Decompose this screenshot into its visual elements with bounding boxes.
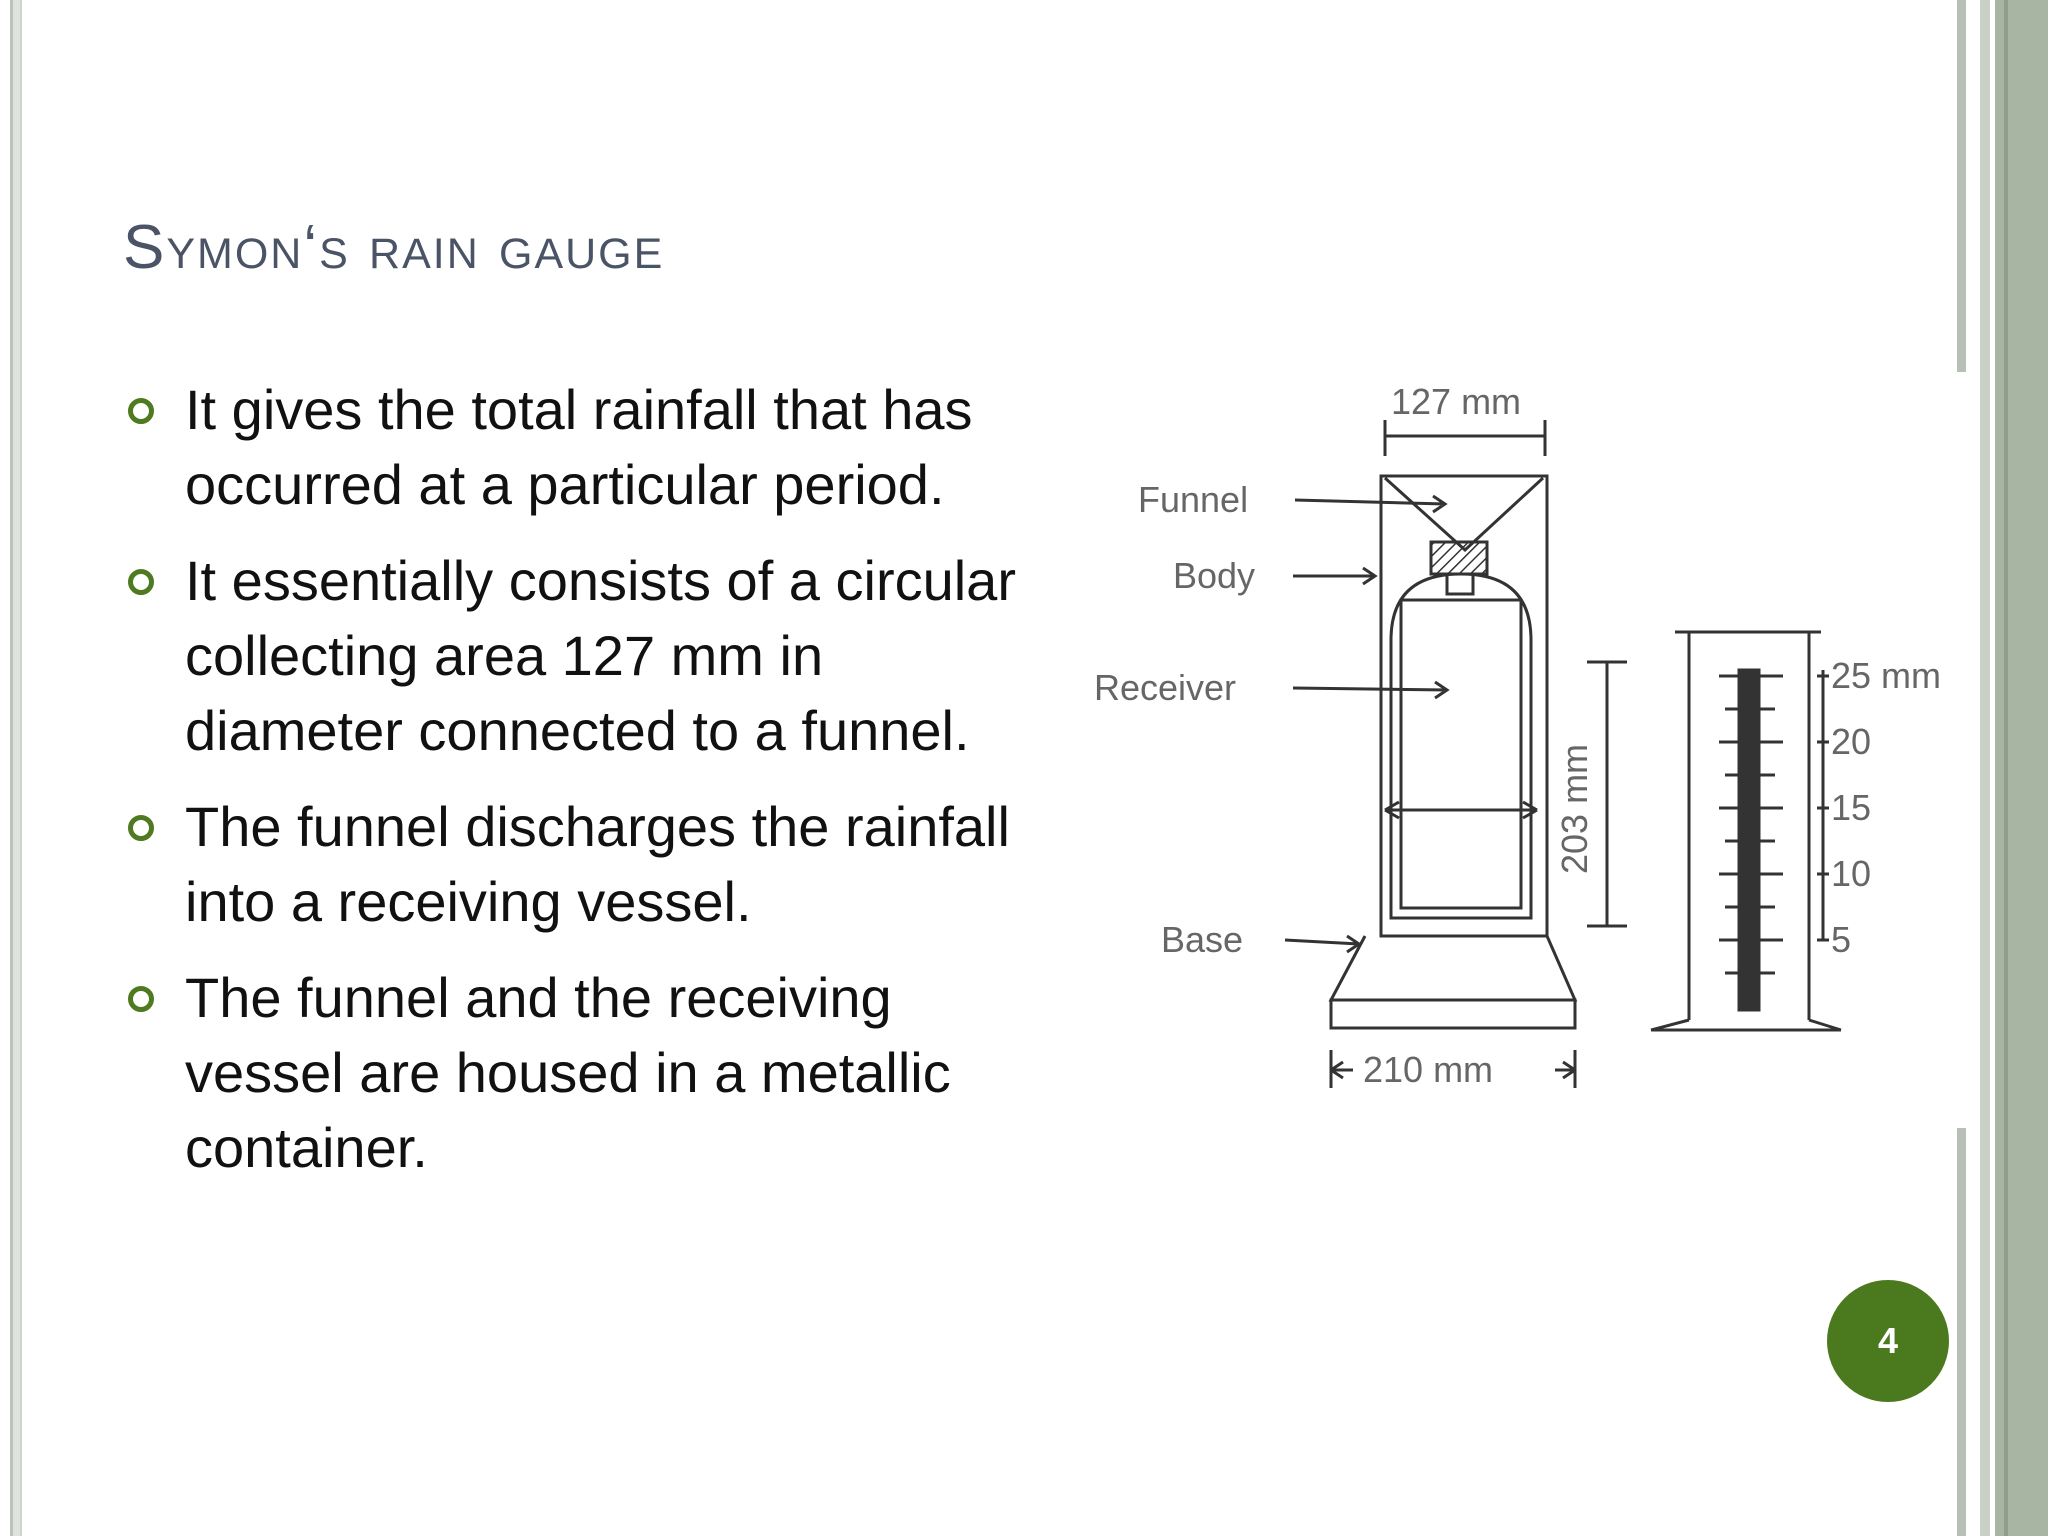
dim-base-arrows	[1330, 1060, 1576, 1080]
dim-top-label: 127 mm	[1391, 381, 1521, 422]
side-band-inner-top	[1957, 0, 1966, 372]
bullet-ring-icon	[128, 815, 154, 841]
base-label: Base	[1161, 919, 1243, 960]
funnel-outline	[1383, 476, 1545, 553]
side-band-outer	[1995, 0, 2048, 1536]
scale-label: 10	[1831, 853, 1871, 894]
bullet-item: It essentially consists of a circular co…	[125, 543, 1025, 768]
bullet-item: The funnel and the receiving vessel are …	[125, 960, 1025, 1185]
scale-label: 15	[1831, 787, 1871, 828]
slide-title: Symon‘s rain gauge	[123, 213, 665, 282]
slide-frame-left	[10, 0, 22, 1536]
bullet-list: It gives the total rainfall that has occ…	[125, 372, 1025, 1206]
scale-label: 25 mm	[1831, 655, 1941, 696]
measuring-cylinder-outline	[1650, 630, 1842, 1032]
housing-outline	[1379, 474, 1549, 938]
bullet-text: The funnel and the receiving vessel are …	[185, 966, 951, 1179]
scale-label: 20	[1831, 721, 1871, 762]
bullet-text: It gives the total rainfall that has occ…	[185, 378, 973, 516]
scale-bracket	[1817, 670, 1829, 942]
dim-base-label: 210 mm	[1363, 1049, 1493, 1090]
bullet-ring-icon	[128, 986, 154, 1012]
bullet-ring-icon	[128, 569, 154, 595]
side-band-middle	[1980, 0, 1990, 1536]
dim-height-label: 203 mm	[1554, 744, 1595, 874]
receiver-label: Receiver	[1094, 667, 1236, 708]
bullet-text: The funnel discharges the rainfall into …	[185, 795, 1010, 933]
body-leader	[1293, 566, 1378, 586]
funnel-spout	[1445, 572, 1475, 596]
receiver-leader	[1292, 680, 1450, 700]
receiver-outline	[1389, 572, 1533, 920]
bullet-text: It essentially consists of a circular co…	[185, 549, 1016, 762]
body-label: Body	[1173, 555, 1255, 596]
rain-gauge-diagram: 127 mm Funnel Body Receiver Base 203 mm …	[1094, 381, 1941, 1090]
scale-label: 5	[1831, 919, 1851, 960]
receiver-inner	[1399, 598, 1523, 910]
side-band-inner-bottom	[1957, 1128, 1966, 1536]
bullet-item: It gives the total rainfall that has occ…	[125, 372, 1025, 522]
page-number-badge: 4	[1827, 1280, 1949, 1402]
funnel-neck	[1429, 540, 1489, 576]
funnel-leader	[1294, 494, 1448, 514]
base-plate	[1329, 998, 1577, 1030]
base-leader	[1284, 934, 1362, 954]
bullet-ring-icon	[128, 398, 154, 424]
side-band-line	[2004, 0, 2008, 1536]
funnel-label: Funnel	[1138, 479, 1248, 520]
bullet-item: The funnel discharges the rainfall into …	[125, 789, 1025, 939]
receiver-width-arrows	[1384, 800, 1538, 820]
base-outline	[1328, 935, 1578, 1002]
